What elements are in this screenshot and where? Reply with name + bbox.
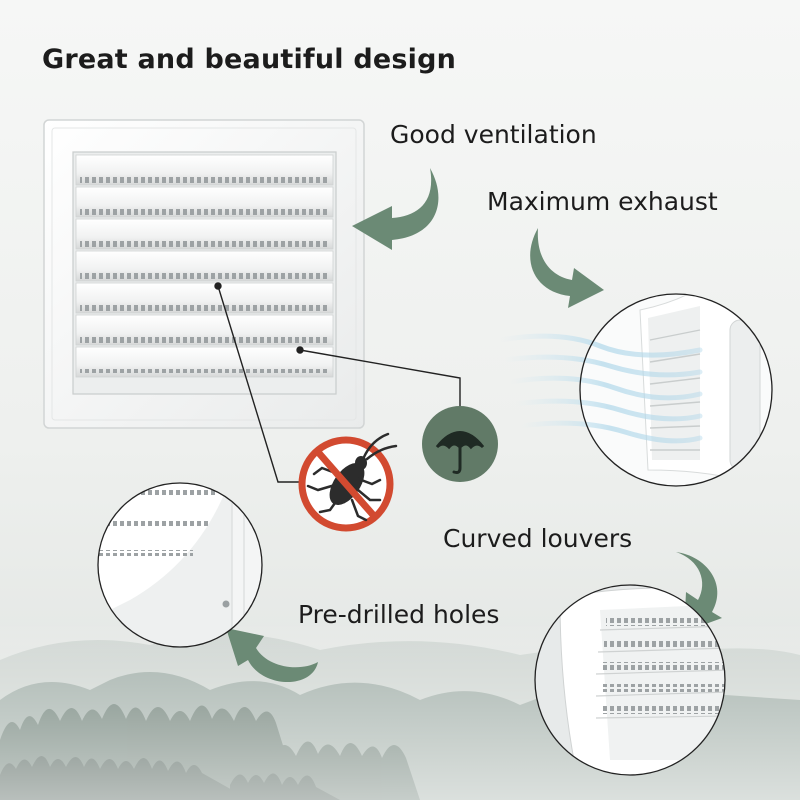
louver-slats	[75, 154, 334, 378]
arrow-holes	[226, 628, 318, 683]
detail-maximum-exhaust	[497, 293, 773, 487]
feature-label-ventilation: Good ventilation	[390, 120, 597, 149]
feature-label-louvers: Curved louvers	[443, 524, 633, 553]
detail-pre-drilled-holes	[97, 482, 263, 648]
no-insect-badge	[298, 432, 398, 532]
umbrella-icon	[435, 431, 485, 474]
arrow-ventilation	[352, 168, 439, 250]
vent-grille	[43, 119, 365, 429]
feature-label-exhaust: Maximum exhaust	[487, 187, 718, 216]
feature-label-holes: Pre-drilled holes	[298, 600, 500, 629]
arrow-exhaust	[530, 228, 604, 308]
umbrella-badge	[422, 406, 498, 482]
airflow-waves	[497, 333, 703, 444]
page-title: Great and beautiful design	[42, 44, 457, 75]
detail-curved-louvers	[534, 584, 726, 776]
